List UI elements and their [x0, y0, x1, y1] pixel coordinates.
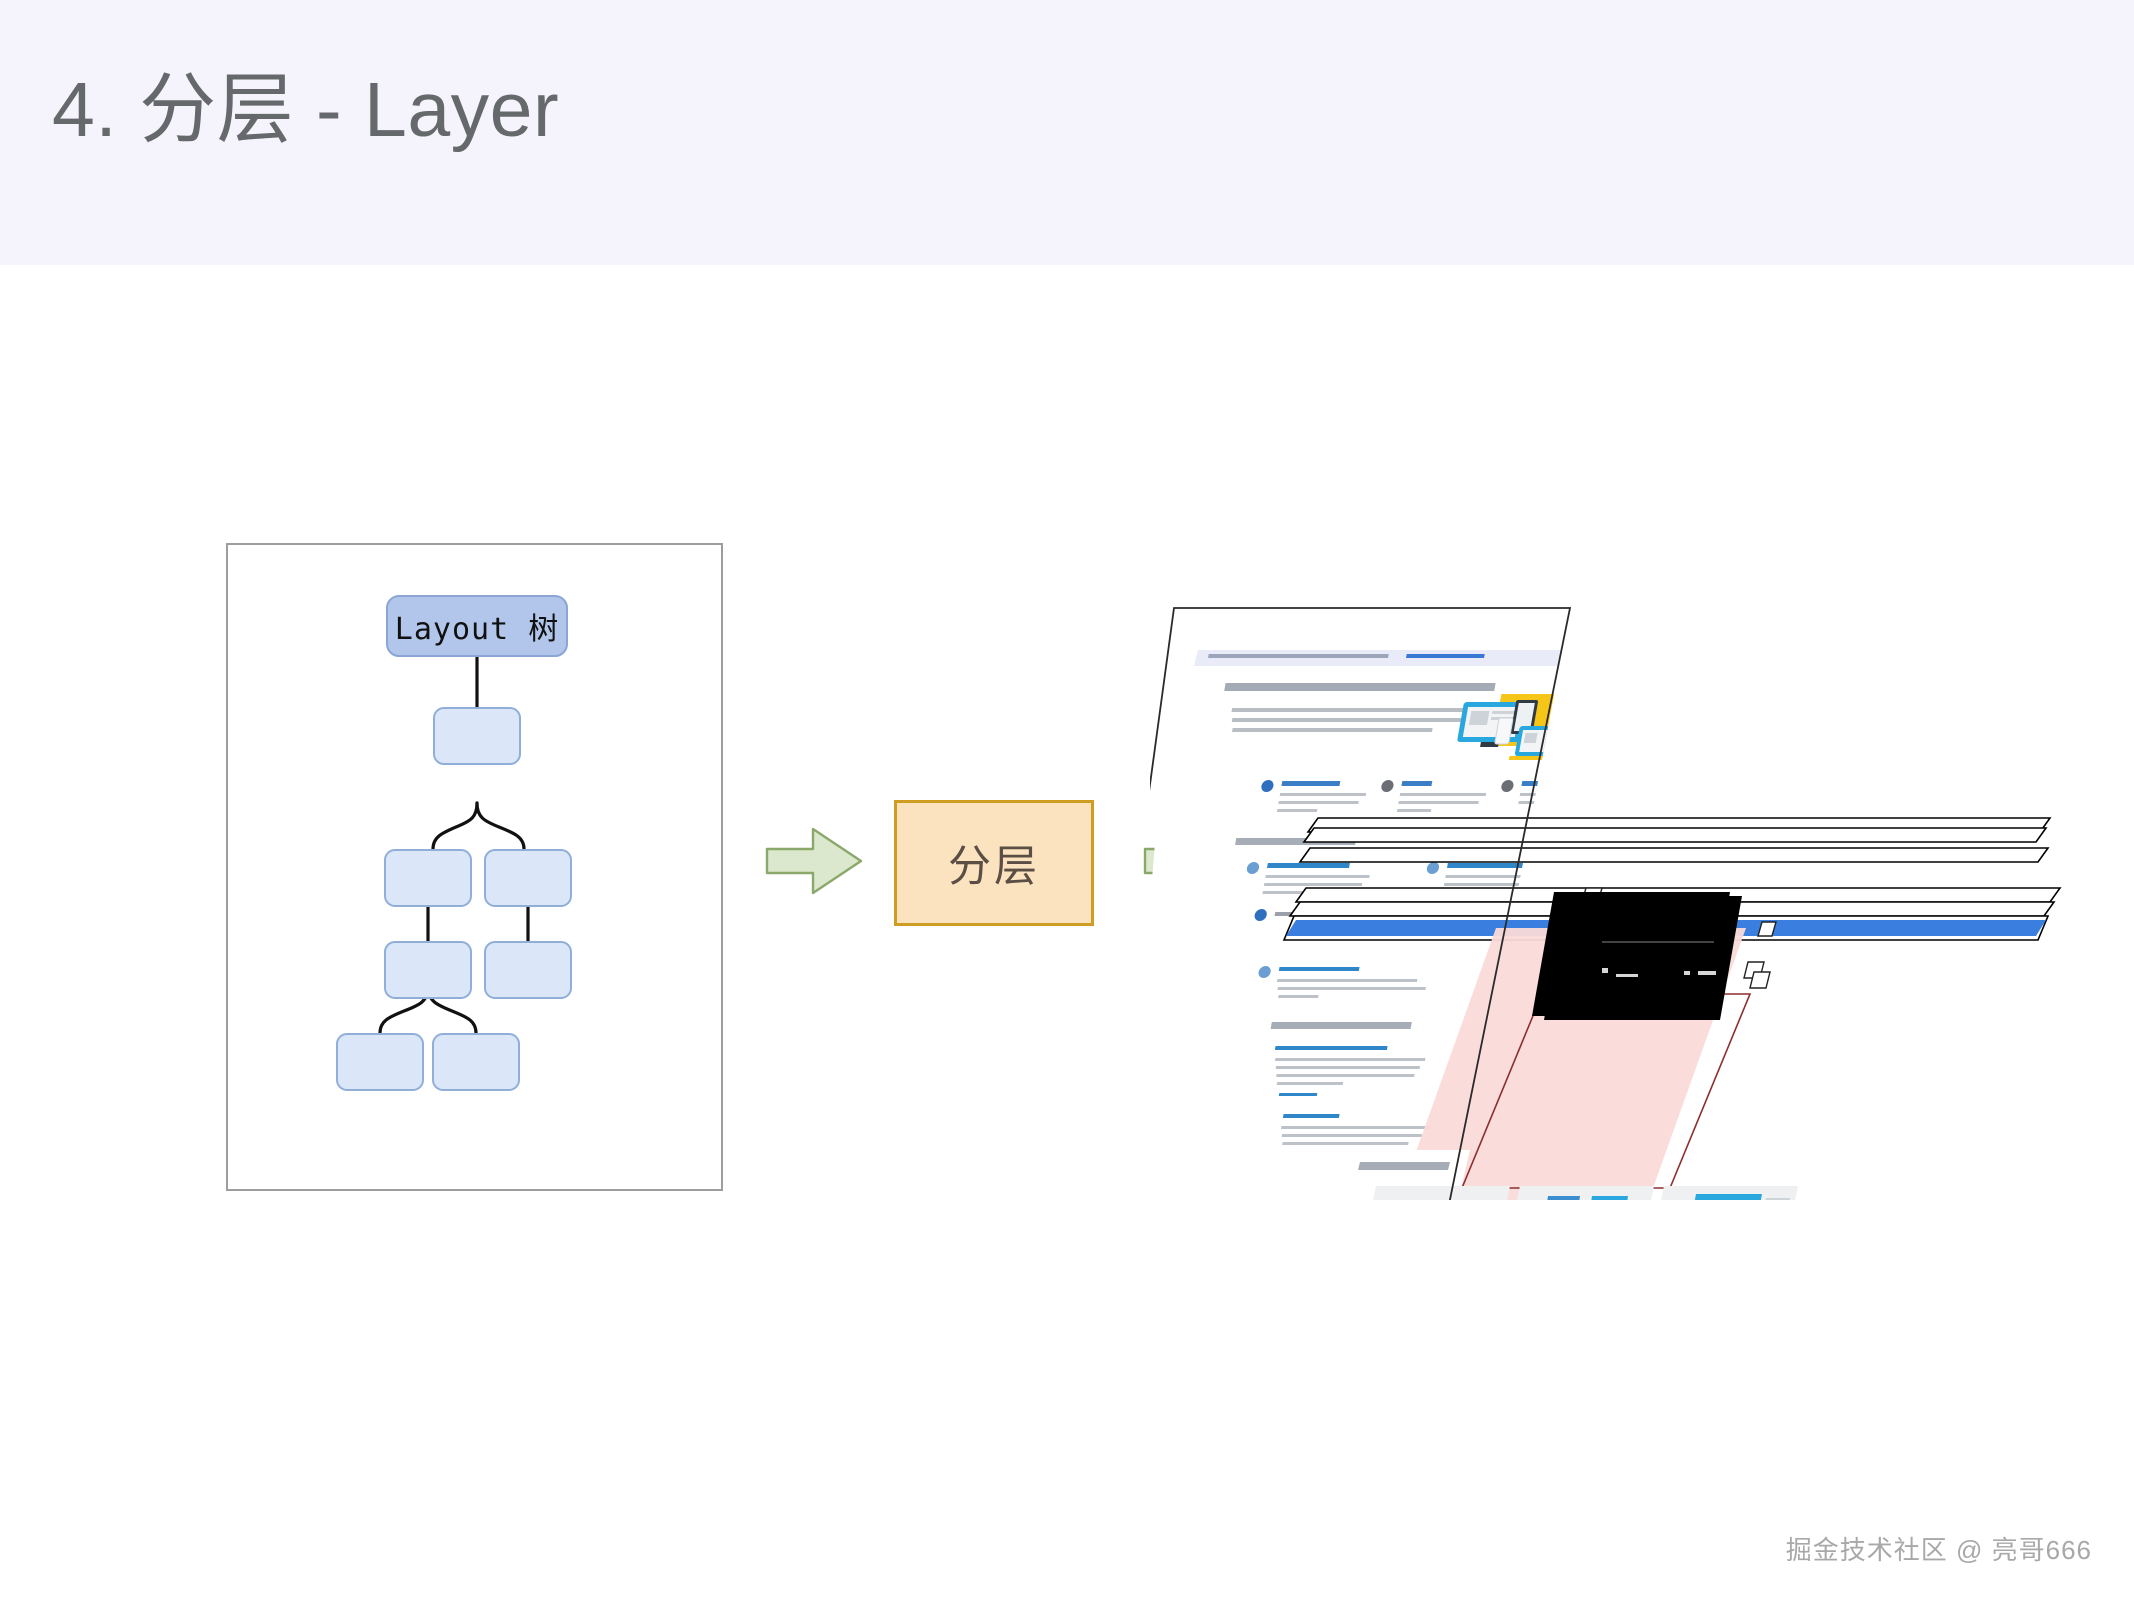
tree-node-level2-right[interactable]: [484, 849, 572, 907]
arrow-right-icon-1: [765, 827, 863, 895]
tree-node-level4-left[interactable]: [336, 1033, 424, 1091]
layering-step-box[interactable]: 分层: [894, 800, 1094, 926]
tree-node-level2-left[interactable]: [384, 849, 472, 907]
mockup-layers-svg: [1150, 607, 2062, 1200]
slide-header-band: [0, 0, 2134, 265]
tree-node-level1[interactable]: [433, 707, 521, 765]
tree-node-root-label: Layout 树: [394, 612, 560, 647]
page-title: 4. 分层 - Layer: [52, 67, 560, 153]
tree-node-level4-right[interactable]: [432, 1033, 520, 1091]
watermark-text: 掘金技术社区 @ 亮哥666: [1785, 1535, 2092, 1565]
layout-tree-panel: Layout 树: [226, 543, 723, 1191]
tree-node-root[interactable]: Layout 树: [386, 595, 568, 657]
layered-webpage-mockup: [1150, 590, 2070, 1200]
tree-node-level3-left[interactable]: [384, 941, 472, 999]
tree-node-level3-right[interactable]: [484, 941, 572, 999]
layering-step-label: 分层: [948, 843, 1040, 891]
